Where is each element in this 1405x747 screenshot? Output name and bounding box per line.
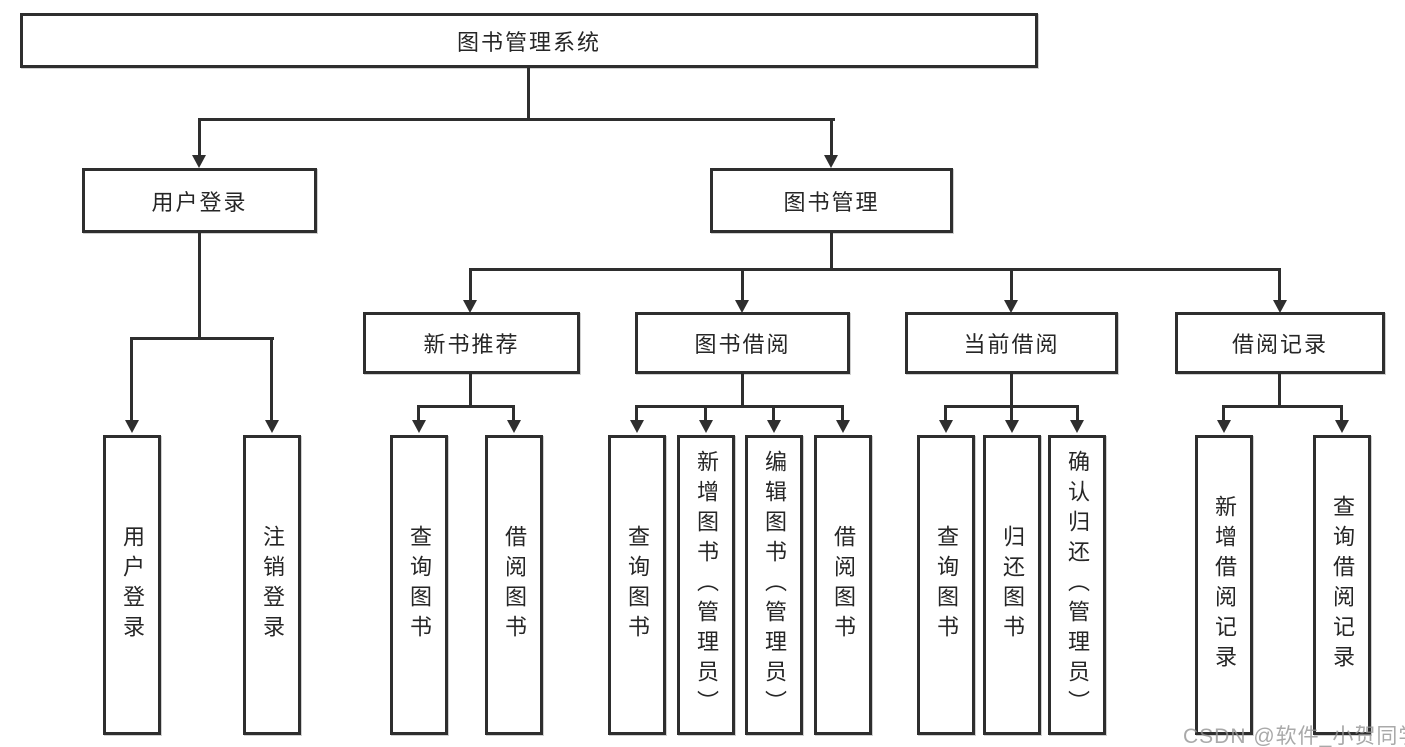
connector-line [417, 405, 420, 421]
connector-line [772, 405, 775, 421]
arrow-down-icon [1335, 420, 1349, 433]
leaf-confirm-return-admin: 确认归还（管理员） [1048, 435, 1106, 735]
node-borrow-record: 借阅记录 [1175, 312, 1385, 374]
arrow-down-icon [1217, 420, 1231, 433]
arrow-down-icon [507, 420, 521, 433]
node-label: 新书推荐 [423, 332, 520, 357]
connector-line [635, 405, 638, 421]
leaf-label: 查询图书 [934, 525, 959, 645]
leaf-label: 新增图书（管理员） [694, 450, 719, 720]
node-book-management: 图书管理 [710, 168, 953, 233]
node-label: 图书管理系统 [456, 29, 601, 55]
leaf-query-books-current: 查询图书 [917, 435, 975, 735]
connector-line [512, 405, 515, 421]
leaf-label: 新增借阅记录 [1212, 495, 1237, 675]
connector-line [741, 374, 744, 405]
connector-line [198, 118, 835, 121]
leaf-edit-books-admin: 编辑图书（管理员） [745, 435, 803, 735]
connector-line [1222, 405, 1343, 408]
leaf-label: 用户登录 [120, 525, 145, 645]
node-current-borrow: 当前借阅 [905, 312, 1118, 374]
arrow-down-icon [767, 420, 781, 433]
connector-line [741, 268, 744, 300]
arrow-down-icon [630, 420, 644, 433]
arrow-down-icon [939, 420, 953, 433]
arrow-down-icon [192, 155, 206, 168]
arrow-down-icon [699, 420, 713, 433]
node-label: 借阅记录 [1231, 332, 1328, 357]
leaf-label: 查询图书 [407, 525, 432, 645]
leaf-label: 归还图书 [1000, 525, 1025, 645]
connector-line [704, 405, 707, 421]
connector-line [944, 405, 947, 421]
connector-line [417, 405, 515, 408]
connector-line [270, 337, 273, 420]
leaf-label: 编辑图书（管理员） [762, 450, 787, 720]
arrow-down-icon [836, 420, 850, 433]
connector-line [130, 337, 133, 420]
leaf-query-books-borrow: 查询图书 [608, 435, 666, 735]
arrow-down-icon [735, 300, 749, 313]
node-label: 图书管理 [783, 189, 880, 215]
arrow-down-icon [463, 300, 477, 313]
leaf-label: 注销登录 [260, 525, 285, 645]
leaf-label: 借阅图书 [502, 525, 527, 645]
leaf-label: 确认归还（管理员） [1065, 450, 1090, 720]
connector-line [1010, 374, 1013, 405]
node-user-login: 用户登录 [82, 168, 317, 233]
connector-line [130, 337, 274, 340]
leaf-label: 查询借阅记录 [1330, 495, 1355, 675]
csdn-watermark: CSDN @软件_小贺同学 [1183, 725, 1405, 747]
leaf-query-borrow-record: 查询借阅记录 [1313, 435, 1371, 735]
node-new-book-recommend: 新书推荐 [363, 312, 580, 374]
leaf-add-borrow-record: 新增借阅记录 [1195, 435, 1253, 735]
connector-line [469, 268, 472, 300]
leaf-query-books-recommend: 查询图书 [390, 435, 448, 735]
arrow-down-icon [125, 420, 139, 433]
connector-line [1340, 405, 1343, 421]
connector-line [841, 405, 844, 421]
connector-line [469, 268, 1281, 271]
arrow-down-icon [1004, 300, 1018, 313]
connector-line [1222, 405, 1225, 421]
arrow-down-icon [1005, 420, 1019, 433]
connector-line [469, 374, 472, 405]
connector-line [635, 405, 844, 408]
leaf-return-books: 归还图书 [983, 435, 1041, 735]
leaf-user-login: 用户登录 [103, 435, 161, 735]
node-label: 图书借阅 [694, 332, 791, 357]
connector-line [830, 233, 833, 270]
node-label: 当前借阅 [963, 332, 1060, 357]
arrow-down-icon [412, 420, 426, 433]
connector-line [1278, 268, 1281, 300]
connector-line [527, 68, 530, 120]
node-book-borrow: 图书借阅 [635, 312, 850, 374]
arrow-down-icon [265, 420, 279, 433]
node-library-management-system: 图书管理系统 [20, 13, 1038, 68]
leaf-add-books-admin: 新增图书（管理员） [677, 435, 735, 735]
arrow-down-icon [1273, 300, 1287, 313]
connector-line [1278, 374, 1281, 405]
leaf-label: 查询图书 [625, 525, 650, 645]
connector-line [1010, 405, 1013, 421]
connector-line [1076, 405, 1079, 421]
node-label: 用户登录 [151, 189, 248, 215]
connector-line [198, 233, 201, 337]
connector-line [830, 118, 833, 155]
leaf-borrow-books-recommend: 借阅图书 [485, 435, 543, 735]
connector-line [1010, 268, 1013, 300]
leaf-borrow-books: 借阅图书 [814, 435, 872, 735]
leaf-label: 借阅图书 [831, 525, 856, 645]
leaf-logout: 注销登录 [243, 435, 301, 735]
connector-line [198, 118, 201, 155]
arrow-down-icon [824, 155, 838, 168]
arrow-down-icon [1070, 420, 1084, 433]
